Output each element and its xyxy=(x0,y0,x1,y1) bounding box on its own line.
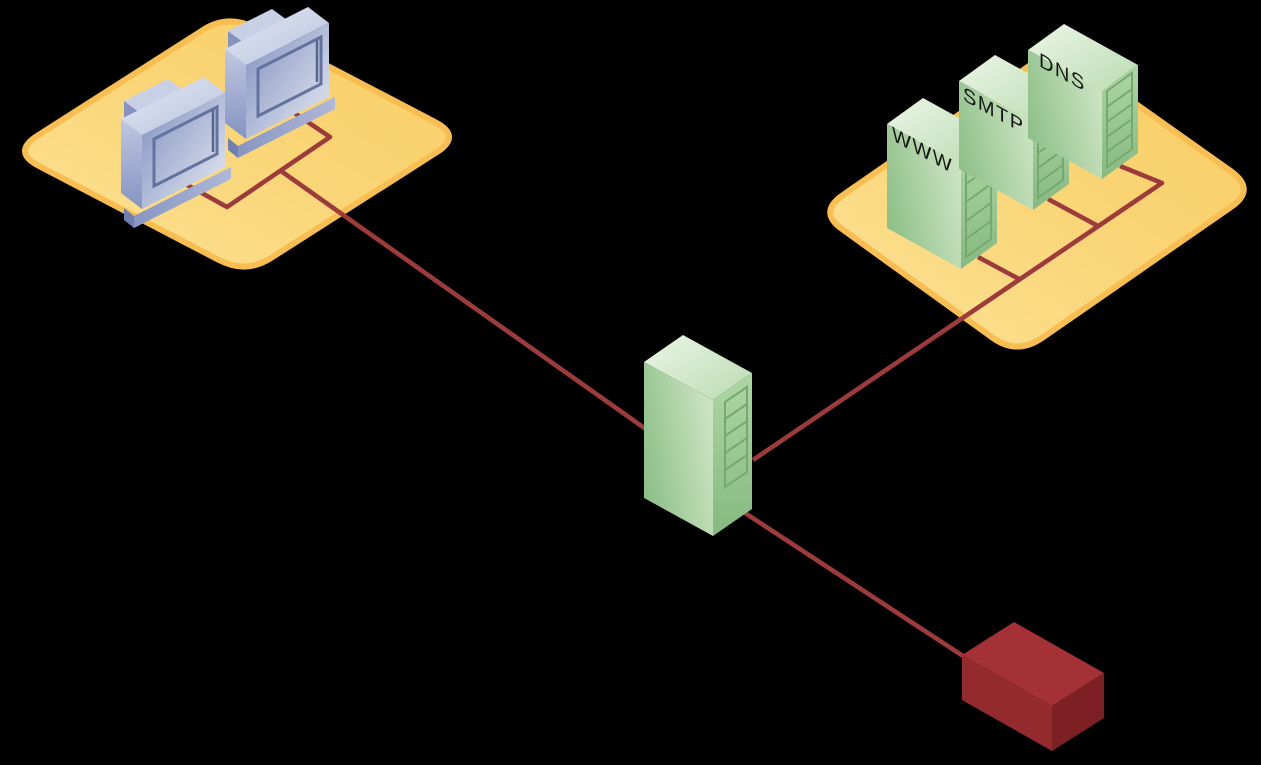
dns-top-face xyxy=(1028,24,1138,91)
router-left-face xyxy=(962,655,1052,751)
zone-left-lan[interactable] xyxy=(22,18,452,270)
ws2-monitor-top-face xyxy=(225,7,329,65)
ws2-base-front-face xyxy=(238,97,335,158)
ws2-base-left-face xyxy=(228,138,238,158)
dns-server[interactable]: DNS xyxy=(1028,24,1138,179)
ws1-monitor-top-face xyxy=(121,77,225,135)
smtp-sw-face xyxy=(959,81,1033,210)
link-smtp-drop[interactable] xyxy=(1046,196,1100,229)
ws1-base-front-face xyxy=(134,167,231,228)
ws2-screen-bezel xyxy=(256,34,323,119)
ws2-rear-top-face xyxy=(228,9,287,42)
ws1-monitor-left-face xyxy=(121,119,142,209)
router-right-face xyxy=(1052,673,1104,751)
internet-router[interactable] xyxy=(962,622,1104,751)
www-sw-face xyxy=(887,124,961,269)
dns-sw-face xyxy=(1028,50,1102,179)
ws2-monitor-left-face xyxy=(225,49,246,139)
gateway-se-face xyxy=(713,373,752,536)
link-gateway-to-internet[interactable] xyxy=(711,490,965,658)
link-right-lan-bus[interactable] xyxy=(751,163,1165,462)
link-left-lan-to-gateway[interactable] xyxy=(279,169,652,434)
network-links xyxy=(180,108,1165,658)
router-top-face xyxy=(962,622,1104,706)
ws1-base-left-face xyxy=(124,208,134,228)
ws1-screen-bezel xyxy=(152,104,219,189)
gateway-sw-face xyxy=(644,362,713,536)
ws1-rear-top-face xyxy=(124,79,183,112)
workstation-1[interactable] xyxy=(121,77,231,228)
link-www-drop[interactable] xyxy=(976,254,1021,282)
gateway-server[interactable] xyxy=(644,335,752,536)
workstation-2[interactable] xyxy=(225,7,335,158)
gateway-top-face xyxy=(644,335,752,400)
link-left-lan-bus[interactable] xyxy=(180,108,333,210)
gateway-drive-bay-slots xyxy=(724,385,748,489)
dns-drive-bay-slots xyxy=(1106,71,1133,169)
